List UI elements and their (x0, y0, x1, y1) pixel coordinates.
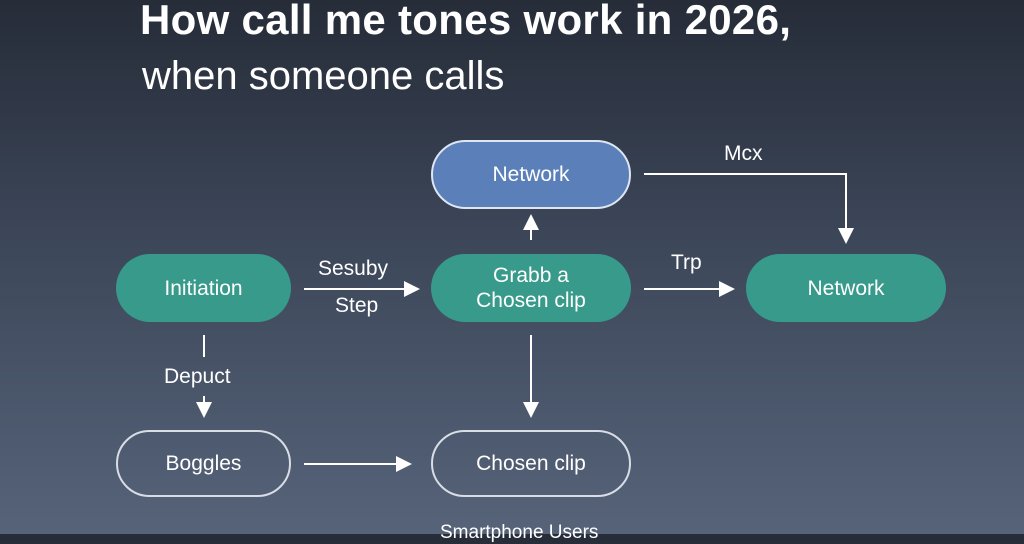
node-initiation: Initiation (116, 254, 291, 322)
node-network-top: Network (431, 140, 631, 209)
node-grab-chosen-clip: Grabb a Chosen clip (431, 254, 631, 322)
label-deputy: Depuct (164, 365, 231, 388)
node-chosen-clip: Chosen clip (431, 430, 631, 497)
node-network-right: Network (746, 254, 946, 322)
node-boggles: Boggles (116, 430, 291, 497)
footer-label: Smartphone Users (440, 522, 599, 543)
title-line2: when someone calls (142, 54, 505, 98)
label-mcx: Mcx (724, 142, 763, 165)
title-line1: How call me tones work in 2026, (140, 0, 792, 43)
arrow-network-top-right (644, 173, 854, 244)
label-trp: Trp (671, 251, 702, 274)
label-step: Step (335, 294, 379, 317)
label-sesuby: Sesuby (318, 257, 389, 280)
